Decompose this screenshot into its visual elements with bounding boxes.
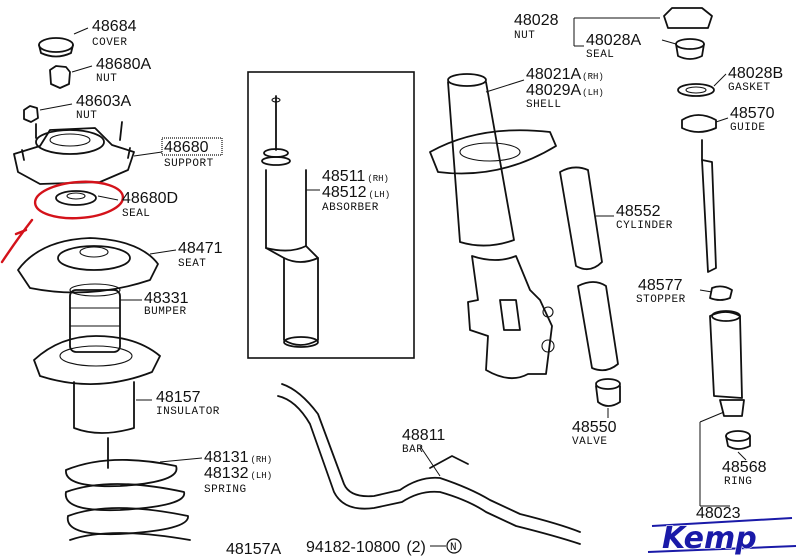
label-spring: 48131(RH) 48132(LH) SPRING <box>204 449 272 496</box>
cylinder-drawing <box>559 166 619 372</box>
label-seal-right: 48028A SEAL <box>586 32 641 61</box>
label-stopper: 48577 STOPPER <box>636 277 686 306</box>
svg-text:94182-10800(2): 94182-10800(2) <box>306 539 426 556</box>
bumper-drawing <box>69 283 121 353</box>
svg-text:48029A(LH): 48029A(LH) <box>526 82 604 99</box>
svg-text:SEAL: SEAL <box>586 49 614 61</box>
svg-text:48028B: 48028B <box>728 65 783 82</box>
svg-text:CYLINDER: CYLINDER <box>616 220 673 232</box>
shell-drawing <box>429 73 557 380</box>
svg-text:48811: 48811 <box>402 427 445 444</box>
svg-text:48680: 48680 <box>164 139 209 156</box>
svg-text:N: N <box>450 542 457 554</box>
svg-text:INSULATOR: INSULATOR <box>156 406 220 418</box>
label-cover: 48684 COVER <box>92 18 137 49</box>
absorber-frame <box>247 71 415 359</box>
label-nut-right: 48028 NUT <box>514 12 559 42</box>
svg-text:ABSORBER: ABSORBER <box>322 202 379 214</box>
label-seal-left: 48680D SEAL <box>122 190 178 220</box>
label-insulator: 48157 INSULATOR <box>156 389 220 418</box>
svg-text:Kemp: Kemp <box>662 521 757 556</box>
svg-text:RING: RING <box>724 476 752 488</box>
svg-text:48131(RH): 48131(RH) <box>204 449 272 466</box>
svg-text:STOPPER: STOPPER <box>636 294 686 306</box>
svg-text:48512(LH): 48512(LH) <box>322 184 390 201</box>
svg-text:SEAL: SEAL <box>122 208 150 220</box>
label-guide: 48570 GUIDE <box>730 105 775 134</box>
leader-lines <box>39 17 747 547</box>
label-cylinder: 48552 CYLINDER <box>616 203 673 232</box>
label-nut-mid: 48603A NUT <box>76 93 131 122</box>
red-annotation <box>0 180 125 264</box>
label-bumper: 48331 BUMPER <box>144 290 189 318</box>
label-valve: 48550 VALVE <box>572 419 617 448</box>
ring-drawing <box>725 430 751 450</box>
nut-mid-drawing <box>23 105 39 123</box>
svg-text:48471: 48471 <box>178 240 223 257</box>
label-ring: 48568 RING <box>722 459 767 488</box>
svg-text:48511(RH): 48511(RH) <box>322 168 389 185</box>
label-lower: 48023 <box>696 505 741 522</box>
spring-drawing <box>64 437 191 541</box>
svg-text:BUMPER: BUMPER <box>144 306 187 318</box>
kemp-logo: Kemp <box>647 517 797 557</box>
svg-text:COVER: COVER <box>92 37 128 49</box>
seat-drawing <box>17 237 159 294</box>
svg-text:48157: 48157 <box>156 389 201 406</box>
label-bolt: 94182-10800(2) N <box>306 538 462 556</box>
svg-text:48550: 48550 <box>572 419 617 436</box>
svg-text:48568: 48568 <box>722 459 767 476</box>
svg-text:48680A: 48680A <box>96 56 151 73</box>
valve-drawing <box>595 378 621 407</box>
label-bar: 48811 BAR <box>402 427 445 456</box>
label-support: 48680 SUPPORT <box>161 137 223 170</box>
bar-drawing <box>277 383 581 545</box>
svg-text:48132(LH): 48132(LH) <box>204 465 272 482</box>
svg-text:SEAT: SEAT <box>178 258 206 270</box>
nut-right-drawing <box>663 7 713 29</box>
gasket-drawing <box>677 83 715 97</box>
svg-text:48028: 48028 <box>514 12 559 29</box>
svg-text:48157A: 48157A <box>226 541 281 557</box>
seal-right-drawing <box>675 38 705 60</box>
cover-drawing <box>38 37 74 58</box>
rod-drawing <box>701 139 745 417</box>
nut-top-drawing <box>49 65 71 89</box>
svg-text:48570: 48570 <box>730 105 775 122</box>
svg-text:NUT: NUT <box>96 73 117 85</box>
svg-text:48603A: 48603A <box>76 93 131 110</box>
label-bottom-part: 48157A <box>226 541 281 557</box>
svg-text:GUIDE: GUIDE <box>730 122 766 134</box>
svg-text:BAR: BAR <box>402 444 423 456</box>
label-gasket: 48028B GASKET <box>728 65 783 94</box>
svg-text:SUPPORT: SUPPORT <box>164 158 214 170</box>
label-shell: 48021A(RH) 48029A(LH) SHELL <box>526 66 604 111</box>
svg-text:48577: 48577 <box>638 277 683 294</box>
label-absorber: 48511(RH) 48512(LH) ABSORBER <box>322 168 390 214</box>
label-seat: 48471 SEAT <box>178 240 223 270</box>
svg-text:GASKET: GASKET <box>728 82 771 94</box>
svg-text:SPRING: SPRING <box>204 484 247 496</box>
svg-text:SHELL: SHELL <box>526 99 562 111</box>
support-drawing <box>13 121 135 185</box>
svg-text:48331: 48331 <box>144 290 189 307</box>
label-nut-top: 48680A NUT <box>96 56 151 85</box>
svg-text:48028A: 48028A <box>586 32 641 49</box>
guide-drawing <box>681 114 717 133</box>
seal-left-drawing <box>55 190 97 206</box>
svg-text:48680D: 48680D <box>122 190 178 207</box>
svg-text:NUT: NUT <box>514 30 535 42</box>
svg-text:48684: 48684 <box>92 18 137 35</box>
svg-text:NUT: NUT <box>76 110 97 122</box>
svg-text:VALVE: VALVE <box>572 436 608 448</box>
absorber-drawing <box>261 95 319 348</box>
svg-text:48021A(RH): 48021A(RH) <box>526 66 604 83</box>
insulator-drawing <box>33 335 161 434</box>
svg-text:48552: 48552 <box>616 203 661 220</box>
svg-text:48023: 48023 <box>696 505 741 522</box>
